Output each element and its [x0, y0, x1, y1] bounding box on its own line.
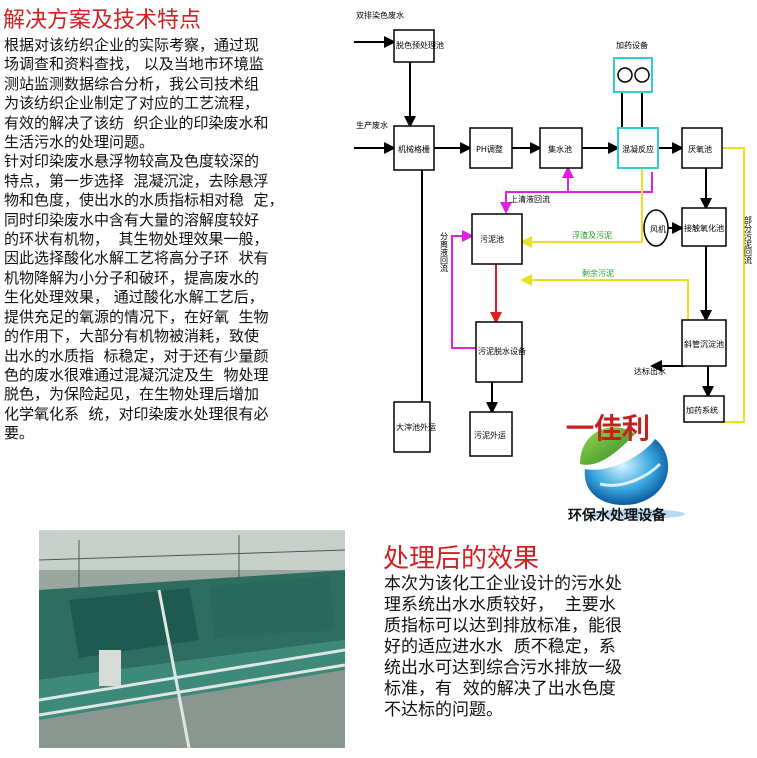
label-pretreat: 脱色预处理池: [396, 40, 444, 50]
text-line: 同时印染废水中含有大量的溶解度较好: [4, 210, 260, 229]
text-line: 的作用下，大部分有机物被消耗，致使: [4, 327, 260, 346]
text-line: 出水的水质指 标稳定，对于还有少量颜: [4, 346, 269, 365]
text-line: 机物降解为小分子和破环，提高废水的: [4, 268, 260, 287]
text-line: 根据对该纺织企业的实际考察，通过现: [4, 36, 260, 54]
text-line: 提供充足的氧源的情况下，在好氧 生物: [4, 307, 269, 326]
process-flow-diagram: 双排染色废水 脱色预处理池 生产废水 机械格栅 PH调整 集水池 混凝反应 厌氧…: [354, 10, 753, 457]
label-sludge-line: 浮渣及污泥: [572, 230, 612, 240]
label-inlet1: 双排染色废水: [356, 10, 404, 20]
text-line: 统出水可达到综合污水排放一级: [384, 658, 622, 678]
text-line: 的环状有机物， 其生物处理效果一般，: [4, 230, 269, 249]
label-reflux-up: 上清液回流: [510, 194, 550, 204]
label-contact: 接触氧化池: [684, 223, 724, 233]
label-dewater: 污泥脱水设备: [478, 346, 526, 356]
treatment-plant-photo: [39, 530, 345, 748]
section1-title: 解决方案及技术特点: [3, 8, 202, 33]
logo-title: 一佳利: [566, 412, 651, 445]
text-line: 有效的解决了该纺 织企业的印染废水和: [4, 113, 269, 132]
label-sludge-out: 污泥外运: [474, 430, 506, 440]
label-sludge-pool: 污泥池: [480, 234, 504, 244]
label-reflux-right: 部分污泥回流: [744, 215, 753, 265]
label-sed: 斜管沉淀池: [684, 339, 724, 349]
label-dose-top: 加药设备: [616, 40, 648, 50]
text-line: 特点，第一步选择 混凝沉淀，去除悬浮: [4, 171, 269, 190]
section2-title: 处理后的效果: [383, 544, 540, 574]
label-outfall: 大滓池外运: [396, 422, 436, 432]
text-line: 质指标可以达到排放标准，能很: [384, 616, 622, 636]
label-coag: 混凝反应: [622, 144, 654, 154]
logo-subtitle: 环保水处理设备: [568, 508, 666, 524]
text-line: 化学氧化系 统，对印染废水处理很有必: [4, 404, 269, 423]
text-line: 因此选择酸化水解工艺将高分子环 状有: [4, 249, 269, 268]
label-reflux-left: 分离液回流: [440, 232, 449, 273]
text-line: 标准，有 效的解决了出水色度: [384, 679, 616, 699]
text-line: 不达标的问题。: [384, 700, 503, 720]
label-grille: 机械格栅: [398, 144, 430, 154]
label-inlet2: 生产废水: [356, 120, 388, 130]
text-line: 色的废水很难通过混凝沉淀及生 物处理: [4, 365, 269, 384]
label-ph: PH调整: [476, 144, 503, 154]
text-line: 要。: [4, 424, 35, 443]
label-collect: 集水池: [548, 144, 572, 154]
text-line: 理系统出水水质较好， 主要水: [384, 595, 616, 615]
text-line: 本次为该化工企业设计的污水处: [384, 574, 622, 594]
text-line: 脱色，为保险起见，在生物处理后增加: [4, 385, 260, 404]
label-fan: 风机: [650, 224, 666, 234]
section2-body: 本次为该化工企业设计的污水处理系统出水水质较好， 主要水质指标可以达到排放标准，…: [384, 574, 622, 721]
text-line: 生化处理效果， 通过酸化水解工艺后，: [4, 288, 264, 307]
label-dose-bottom: 加药系统: [686, 405, 718, 415]
label-excess: 剩余污泥: [582, 268, 614, 278]
text-line: 场调查和资料查找， 以及当地市环境监: [4, 55, 264, 74]
section1-body: 根据对该纺织企业的实际考察，通过现场调查和资料查找， 以及当地市环境监测站监测数…: [4, 36, 284, 444]
text-line: 生活污水的处理问题。: [4, 133, 155, 152]
company-logo: [580, 427, 685, 519]
text-line: 针对印染废水悬浮物较高及色度较深的: [4, 152, 260, 171]
label-discharge: 达标出水: [634, 366, 666, 376]
text-line: 为该纺织企业制定了对应的工艺流程，: [4, 94, 260, 113]
text-line: 好的适应进水水 质不稳定，系: [384, 637, 616, 657]
text-line: 物和色度，使出水的水质指标相对稳 定，: [4, 191, 284, 210]
label-anaer: 厌氧池: [688, 144, 712, 154]
text-line: 测站监测数据综合分析，我公司技术组: [4, 74, 260, 93]
